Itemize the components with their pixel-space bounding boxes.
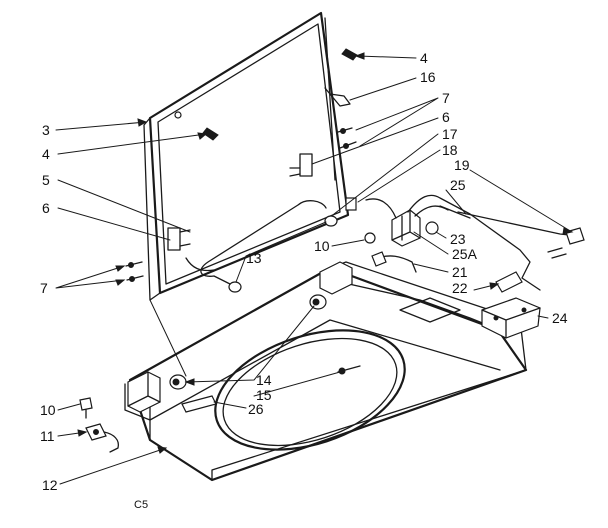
label-23: 23 xyxy=(450,231,466,247)
slot-26 xyxy=(181,395,217,413)
bracket-24 xyxy=(481,297,541,339)
label-5: 5 xyxy=(42,172,50,188)
nut-10-bottom xyxy=(79,397,93,419)
label-10-right: 10 xyxy=(314,238,330,254)
label-4-left: 4 xyxy=(42,146,50,162)
lid-bumper-top xyxy=(341,48,358,61)
tub-ring xyxy=(214,329,406,451)
part-16 xyxy=(324,87,351,107)
label-7-left: 7 xyxy=(40,280,48,296)
lid-rod xyxy=(185,200,338,293)
label-16: 16 xyxy=(420,69,436,85)
label-22: 22 xyxy=(452,280,468,296)
label-4-top: 4 xyxy=(420,50,428,66)
clip-11 xyxy=(85,423,120,453)
lid-hinge-left xyxy=(167,227,191,251)
label-11: 11 xyxy=(40,428,55,444)
label-15: 15 xyxy=(256,387,272,403)
lid-bumper-left xyxy=(174,111,219,141)
label-19: 19 xyxy=(454,157,470,173)
label-26: 26 xyxy=(248,401,264,417)
label-6-left: 6 xyxy=(42,200,50,216)
screws-left xyxy=(125,261,144,282)
label-12: 12 xyxy=(42,477,58,493)
label-25a: 25A xyxy=(452,246,478,262)
arrowheads xyxy=(77,52,574,454)
screws-right xyxy=(337,127,357,149)
bushing-14-left xyxy=(169,374,187,390)
label-10-bottom: 10 xyxy=(40,402,56,418)
part-labels: 4 16 7 3 6 4 17 18 5 19 25 6 23 10 13 25… xyxy=(40,50,568,493)
label-13: 13 xyxy=(246,250,262,266)
label-7-right: 7 xyxy=(442,90,450,106)
label-14: 14 xyxy=(256,372,272,388)
label-17: 17 xyxy=(442,126,458,142)
label-3: 3 xyxy=(42,122,50,138)
leader-lines xyxy=(55,55,573,485)
label-24: 24 xyxy=(552,310,568,326)
hinge-block-right xyxy=(319,261,353,295)
bushing-14-right xyxy=(309,294,327,310)
diagram-code: C5 xyxy=(134,499,148,511)
label-25: 25 xyxy=(450,177,466,193)
screw-15 xyxy=(337,365,361,375)
label-18: 18 xyxy=(442,142,458,158)
label-21: 21 xyxy=(452,264,468,280)
lid-switch-assembly xyxy=(345,194,585,293)
hinge-block-left xyxy=(127,371,161,413)
lid-panel xyxy=(143,11,350,301)
label-6-right: 6 xyxy=(442,109,450,125)
lid-hinge-right xyxy=(289,153,313,177)
